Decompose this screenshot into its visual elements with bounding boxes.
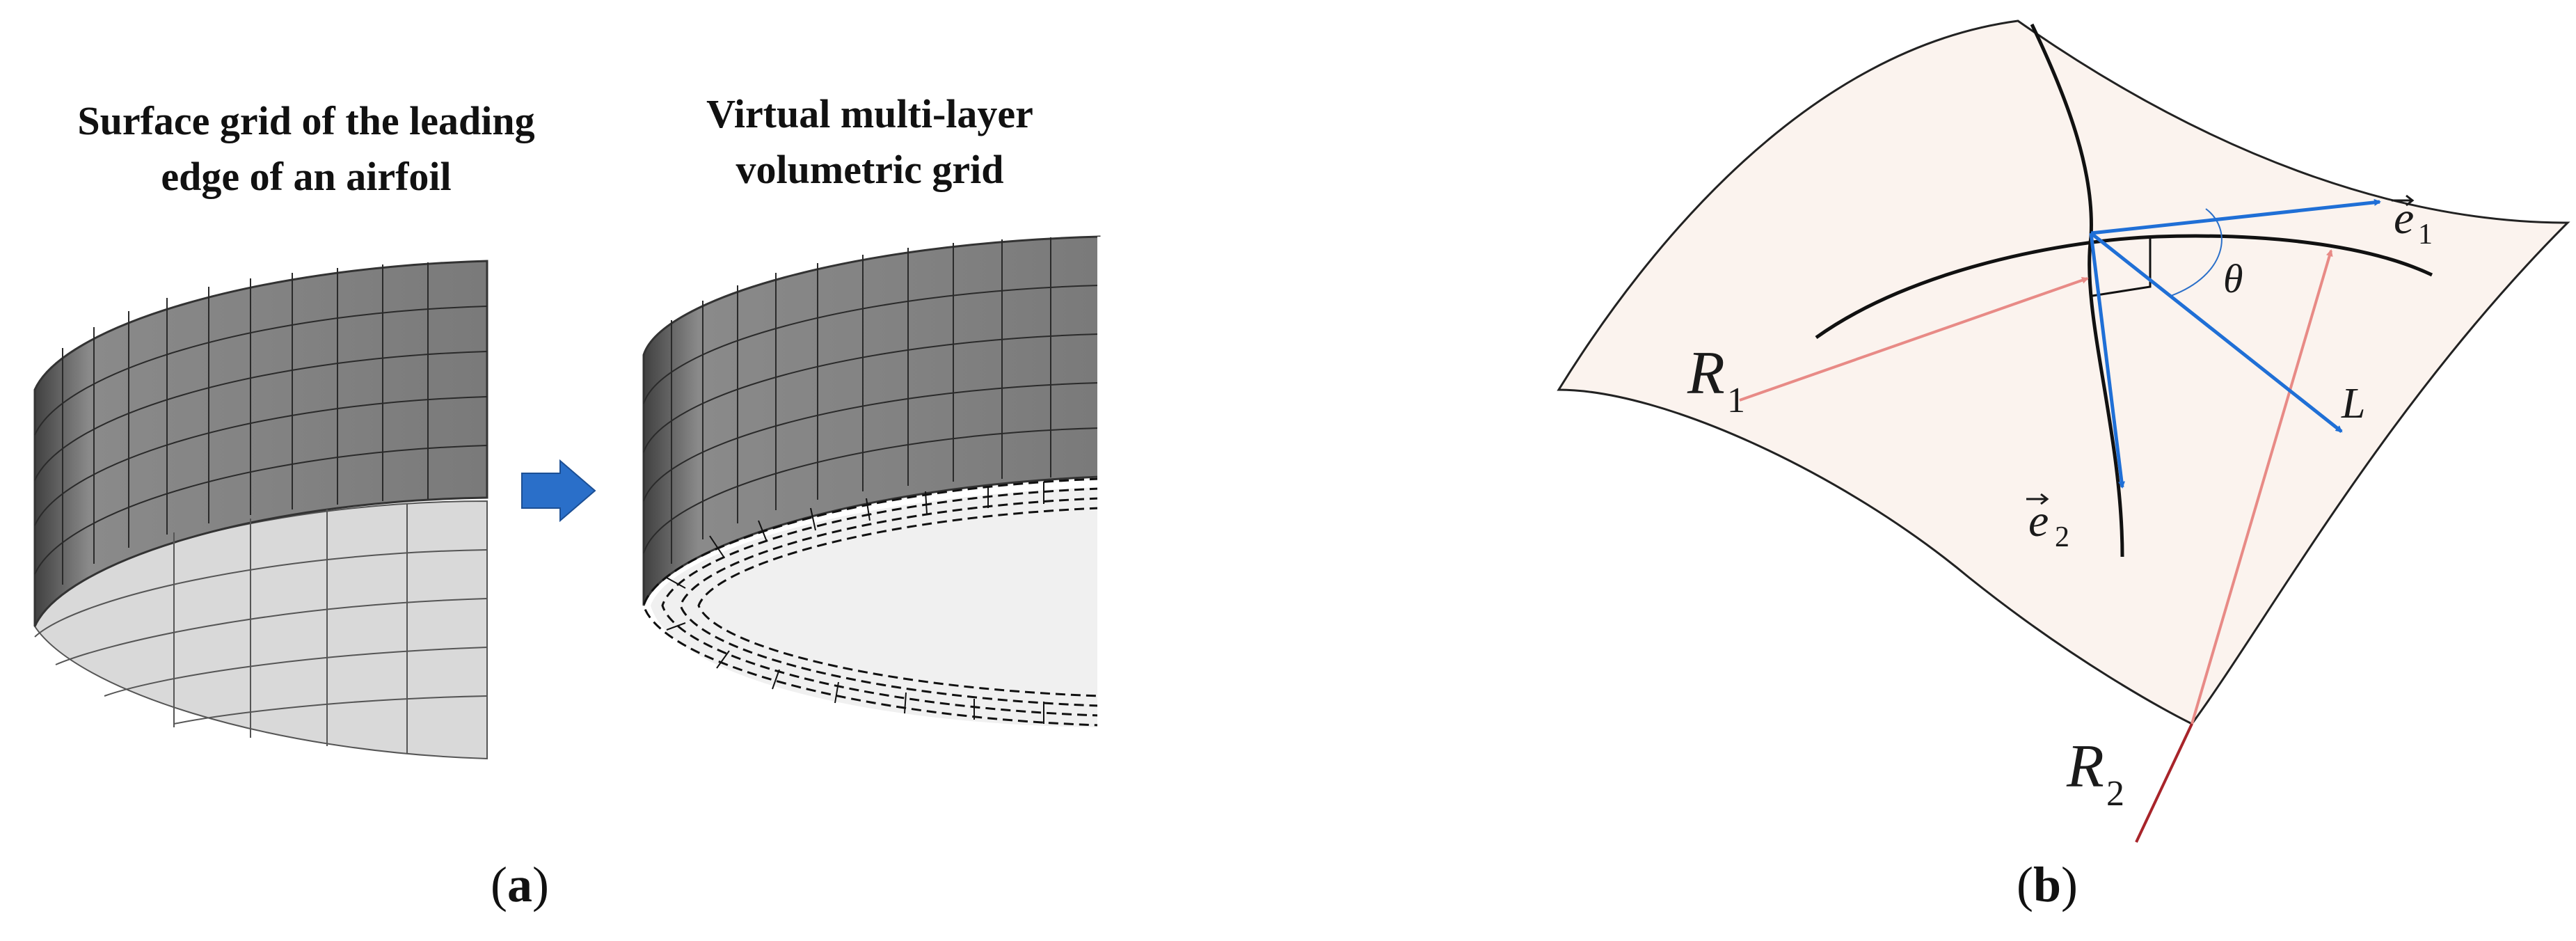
svg-text:2: 2 [2106,774,2124,814]
label-theta: θ [2223,256,2243,301]
virtual-layer-ticks [666,482,1044,724]
vector-e2 [2089,232,2125,489]
volumetric-grid-rows [643,285,1100,554]
surface-patch-outline [1557,19,2570,725]
radius-r2-line-lower [2135,723,2193,843]
volumetric-grid-columns [671,237,1051,564]
svg-text:e: e [2028,496,2049,546]
title-volumetric-grid-line1: Virtual multi-layer [706,91,1033,136]
title-surface-grid-line1: Surface grid of the leading [77,98,535,143]
svg-text:e: e [2394,193,2414,244]
surface-grid-inner-lines [34,504,488,753]
label-r2: R 2 [2066,733,2124,814]
label-l: L [2341,380,2365,427]
svg-text:1: 1 [2418,219,2433,251]
principal-curve [1815,234,2433,340]
virtual-layers [642,477,1100,727]
svg-text:2: 2 [2055,521,2069,553]
surface-grid-columns [62,262,429,585]
title-volumetric-grid-line2: volumetric grid [736,147,1004,192]
panel-label-b: (b) [2017,857,2078,912]
transform-arrow [521,459,596,523]
label-e1: e 1 [2392,193,2433,251]
theta-arc [2170,208,2223,296]
vector-l [2090,232,2343,433]
surface-patch [1557,19,2570,725]
label-r1: R 1 [1687,340,1745,420]
volumetric-grid-outer-face [642,235,1101,606]
meridian-curve [2030,23,2124,558]
surface-grid [33,260,488,760]
radius-r1-line [1739,276,2089,402]
radius-r2-line-upper [2191,249,2333,725]
svg-text:1: 1 [1727,381,1745,420]
surface-grid-rows [34,306,488,575]
right-angle-mark [2092,238,2152,297]
volumetric-grid [642,235,1102,727]
svg-text:R: R [2066,733,2104,800]
title-surface-grid-line2: edge of an airfoil [161,154,452,199]
panel-label-a: (a) [491,857,549,912]
vector-e1 [2090,198,2381,235]
svg-text:R: R [1687,340,1725,407]
surface-grid-outer-face [33,260,488,627]
label-e2: e 2 [2026,493,2069,553]
